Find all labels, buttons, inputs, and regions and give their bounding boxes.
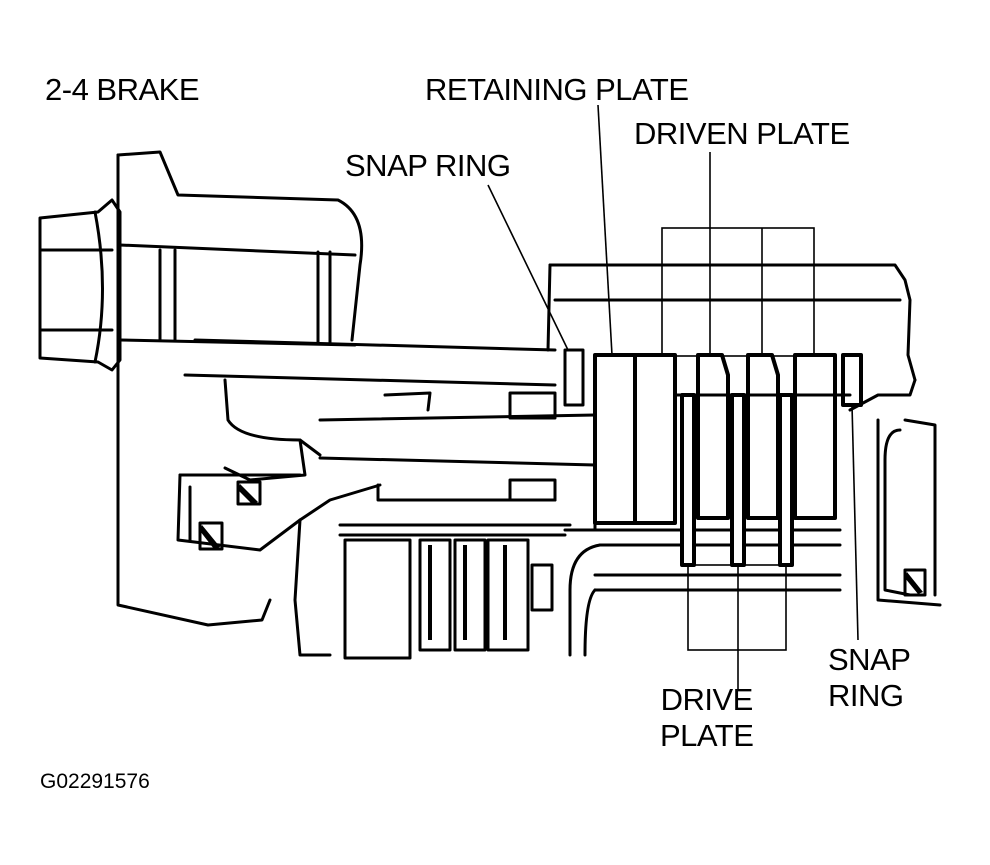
lower-gear-assembly [338,533,567,660]
clutch-drum [546,263,942,657]
driven-plate-label: DRIVEN PLATE [634,116,850,151]
piston-blocks [508,348,585,502]
bolt-head [38,198,122,372]
snap-ring-right-line1: SNAP [828,642,911,677]
label-brackets [661,227,815,651]
snap-ring-right-line2: RING [828,678,904,713]
clutch-pack [593,353,863,567]
drive-plate-line2: PLATE [660,718,754,753]
housing-casting [116,150,597,657]
snap-ring-right-label: SNAP RING [828,642,911,714]
title-label: 2-4 BRAKE [45,72,200,107]
drive-plate-line1: DRIVE [660,682,754,717]
figure-code: G02291576 [40,770,150,793]
retaining-plate-label: RETAINING PLATE [425,72,689,107]
bolt-shank [118,243,357,347]
drive-plate-label: DRIVE PLATE [660,682,754,754]
leader-lines [487,104,859,690]
snap-ring-top-label: SNAP RING [345,148,511,183]
